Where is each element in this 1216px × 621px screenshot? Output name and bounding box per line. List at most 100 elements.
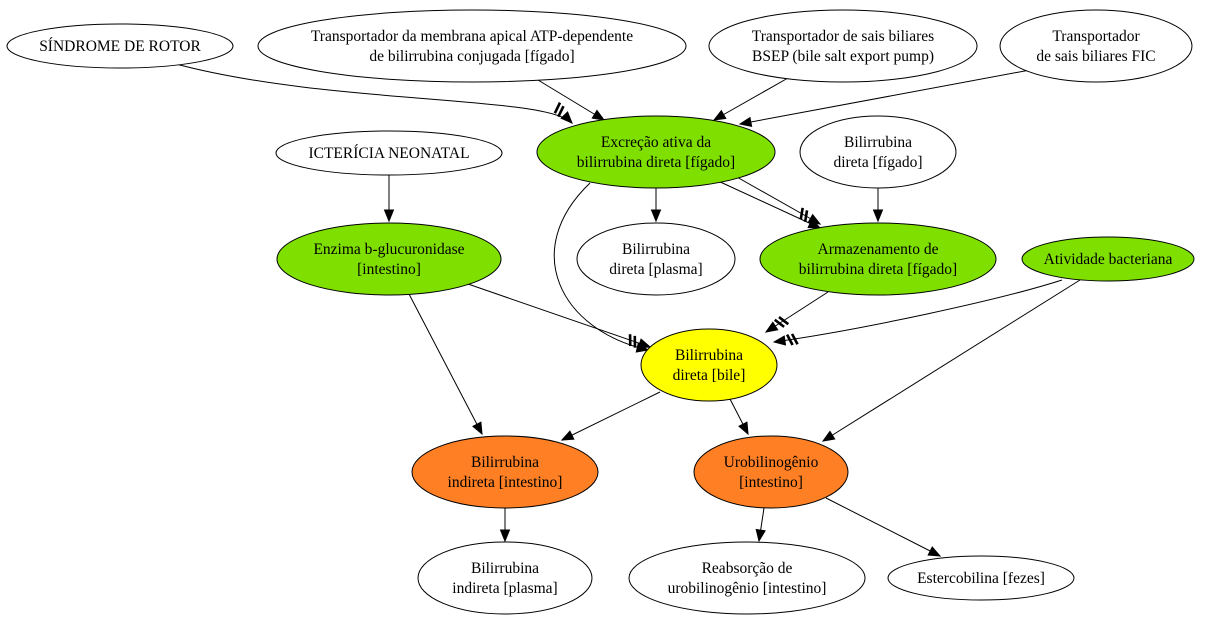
node-label: indireta [plasma] bbox=[452, 580, 557, 597]
inhibition-bar bbox=[553, 102, 562, 114]
node-shape bbox=[411, 435, 599, 509]
node-label: Bilirrubina bbox=[471, 560, 539, 577]
edge-line bbox=[765, 291, 829, 333]
node-label: bilirrubina direta [fígado] bbox=[577, 154, 735, 171]
edge-atividade-to-bili_direta_bile bbox=[772, 279, 1063, 346]
node-bili_indireta_plasma[interactable]: Bilirrubina indireta [plasma] bbox=[417, 541, 593, 615]
edge-line bbox=[715, 179, 821, 229]
node-label: de bilirrubina conjugada [fígado] bbox=[369, 48, 574, 65]
node-shape bbox=[759, 222, 997, 296]
edge-bili_direta_figado-to-armazenamento bbox=[872, 188, 884, 223]
node-label: Estercobilina [fezes] bbox=[917, 570, 1045, 587]
arrowhead bbox=[872, 209, 884, 223]
node-shape bbox=[275, 130, 503, 176]
node-label: urobilinogênio [intestino] bbox=[668, 580, 827, 597]
node-shape bbox=[708, 9, 978, 83]
arrowhead bbox=[591, 109, 606, 121]
arrowhead bbox=[712, 109, 727, 121]
inhibition-bar bbox=[790, 333, 799, 345]
edge-line bbox=[553, 182, 649, 351]
node-shape bbox=[628, 541, 866, 615]
node-label: Enzima b-glucuronidase bbox=[313, 241, 464, 258]
arrowhead bbox=[807, 213, 822, 225]
inhibition-bar bbox=[799, 207, 804, 220]
node-reabsorcao[interactable]: Reabsorção de urobilinogênio [intestino] bbox=[628, 541, 866, 615]
node-label: [intestino] bbox=[357, 261, 421, 278]
node-label: Bilirrubina bbox=[622, 241, 690, 258]
edge-bili_direta_bile-to-urobilinogenio bbox=[729, 398, 749, 436]
node-armazenamento[interactable]: Armazenamento de bilirrubina direta [fíga… bbox=[759, 222, 997, 296]
node-label: [intestino] bbox=[739, 474, 803, 491]
node-label: bilirrubina direta [fígado] bbox=[799, 261, 957, 278]
edge-line bbox=[739, 69, 1031, 125]
node-sindrome[interactable]: SÍNDROME DE ROTOR bbox=[6, 23, 234, 69]
inhibition-bar bbox=[803, 210, 809, 223]
edge-urobilinogenio-to-reabsorcao bbox=[755, 507, 766, 543]
node-shape bbox=[6, 23, 234, 69]
node-icterícia[interactable]: ICTERÍCIA NEONATAL bbox=[275, 130, 503, 176]
edge-transp_apical-to-excrecao bbox=[537, 79, 606, 121]
node-shape bbox=[536, 115, 776, 189]
arrowhead bbox=[772, 335, 787, 346]
arrowhead bbox=[560, 111, 573, 124]
inhibition-bar bbox=[778, 316, 790, 326]
edge-excrecao-to-armazenamento bbox=[727, 171, 822, 225]
edge-line bbox=[175, 63, 573, 124]
edge-line bbox=[727, 171, 821, 225]
arrowhead bbox=[755, 528, 766, 543]
edge-line bbox=[408, 293, 483, 435]
nodes-layer: SÍNDROME DE ROTOR Transportador da membra… bbox=[6, 9, 1195, 615]
node-urobilinogenio[interactable]: Urobilinogênio[intestino] bbox=[693, 435, 849, 509]
node-label: Armazenamento de bbox=[818, 241, 939, 258]
edge-line bbox=[713, 77, 789, 121]
node-shape bbox=[576, 222, 736, 296]
edge-line bbox=[825, 497, 941, 557]
node-shape bbox=[640, 328, 778, 402]
edge-enzima-to-bili_indireta_intestino bbox=[408, 293, 483, 436]
edge-line bbox=[773, 279, 1063, 343]
edge-urobilinogenio-to-estercobilina bbox=[825, 497, 942, 557]
node-label: ICTERÍCIA NEONATAL bbox=[308, 145, 469, 162]
node-label: Transportador de sais biliares bbox=[752, 28, 934, 45]
node-bili_direta_plasma[interactable]: Bilirrubina direta [plasma] bbox=[576, 222, 736, 296]
arrowhead bbox=[499, 529, 511, 543]
inhibition-bar bbox=[773, 318, 785, 328]
node-label: Bilirrubina bbox=[675, 347, 743, 364]
node-label: Transportador da membrana apical ATP-dep… bbox=[311, 28, 633, 45]
node-shape bbox=[799, 115, 957, 189]
inhibition-bar bbox=[557, 105, 565, 118]
arrowhead bbox=[383, 209, 395, 223]
edge-bsep-to-excrecao bbox=[712, 77, 789, 121]
node-shape bbox=[693, 435, 849, 509]
node-estercobilina[interactable]: Estercobilina [fezes] bbox=[887, 555, 1075, 601]
inhibition-bar bbox=[785, 334, 794, 346]
node-shape bbox=[999, 9, 1193, 83]
edge-sindrome-to-excrecao bbox=[175, 63, 573, 124]
node-label: Bilirrubina bbox=[844, 134, 912, 151]
node-fic[interactable]: Transportador de sais biliares FIC bbox=[999, 9, 1193, 83]
edge-bili_indireta_intestino-to-bili_indireta_plasma bbox=[499, 508, 511, 543]
node-label: Reabsorção de bbox=[702, 560, 793, 577]
node-label: direta [plasma] bbox=[609, 261, 702, 278]
edge-bili_direta_bile-to-bili_indireta_intestino bbox=[560, 391, 661, 441]
node-shape bbox=[417, 541, 593, 615]
arrowhead bbox=[472, 421, 483, 436]
node-label: Transportador bbox=[1052, 28, 1140, 45]
node-label: de sais biliares FIC bbox=[1036, 48, 1155, 65]
node-atividade[interactable]: Atividade bacteriana bbox=[1021, 236, 1195, 282]
node-bili_direta_figado[interactable]: Bilirrubina direta [fígado] bbox=[799, 115, 957, 189]
edges-layer bbox=[175, 63, 1081, 557]
arrowhead bbox=[764, 321, 779, 333]
node-transp_apical[interactable]: Transportador da membrana apical ATP-dep… bbox=[257, 9, 687, 83]
node-label: direta [fígado] bbox=[833, 154, 922, 171]
node-enzima[interactable]: Enzima b-glucuronidase [intestino] bbox=[276, 222, 502, 296]
edge-fic-to-excrecao bbox=[738, 69, 1031, 128]
node-shape bbox=[257, 9, 687, 83]
edge-armazenamento-to-bili_direta_bile bbox=[764, 291, 829, 333]
